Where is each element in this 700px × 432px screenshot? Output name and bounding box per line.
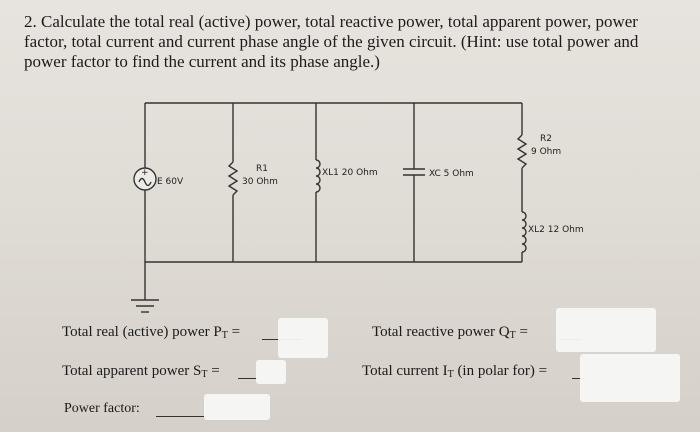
r1-name-label: R1 (256, 164, 268, 174)
erased-region-current (580, 354, 680, 402)
source-polarity-label: + (141, 168, 149, 178)
r2-value-label: 9 Ohm (531, 147, 561, 157)
real-power-subscript: T (221, 330, 228, 341)
erased-region-real-power (278, 318, 328, 358)
ac-source-icon (133, 167, 157, 191)
erased-region-reactive-power (556, 308, 656, 352)
xl1-inductor-icon (315, 159, 321, 193)
real-power-prompt: Total real (active) power PT = (62, 323, 240, 345)
apparent-power-subscript: T (201, 369, 208, 380)
xl2-label: XL2 12 Ohm (528, 225, 584, 235)
reactive-power-equals: = (519, 324, 528, 340)
real-power-label: Total real (active) power P (62, 324, 222, 340)
erased-region-power-factor (204, 394, 270, 420)
current-label: Total current I (362, 363, 448, 379)
real-power-equals: = (231, 324, 241, 340)
erased-region-apparent-power (256, 360, 286, 384)
apparent-power-label: Total apparent power S (62, 363, 202, 379)
power-factor-label: Power factor: (64, 401, 140, 416)
reactive-power-subscript: T (509, 330, 516, 341)
current-answer-blank[interactable] (572, 364, 584, 379)
power-factor-answer-blank[interactable] (156, 402, 206, 417)
apparent-power-answer-blank[interactable] (238, 364, 258, 379)
current-suffix: (in polar for) (457, 363, 535, 379)
apparent-power-equals: = (211, 363, 220, 379)
power-factor-prompt: Power factor: (64, 400, 140, 418)
question-text: 2. Calculate the total real (active) pow… (24, 12, 639, 71)
current-subscript: T (447, 369, 454, 380)
r2-resistor-icon (516, 134, 528, 169)
reactive-power-label: Total reactive power Q (372, 324, 510, 340)
r1-value-label: 30 Ohm (242, 177, 278, 187)
xc-label: XC 5 Ohm (429, 169, 474, 179)
xl2-inductor-icon (521, 211, 527, 253)
apparent-power-prompt: Total apparent power ST = (62, 362, 220, 384)
r2-name-label: R2 (540, 134, 552, 144)
reactive-power-prompt: Total reactive power QT = (372, 323, 528, 345)
current-prompt: Total current IT (in polar for) = (362, 362, 547, 384)
current-equals: = (538, 363, 548, 379)
r1-resistor-icon (227, 161, 239, 196)
source-label: E 60V (157, 177, 184, 187)
xl1-label: XL1 20 Ohm (322, 168, 378, 178)
